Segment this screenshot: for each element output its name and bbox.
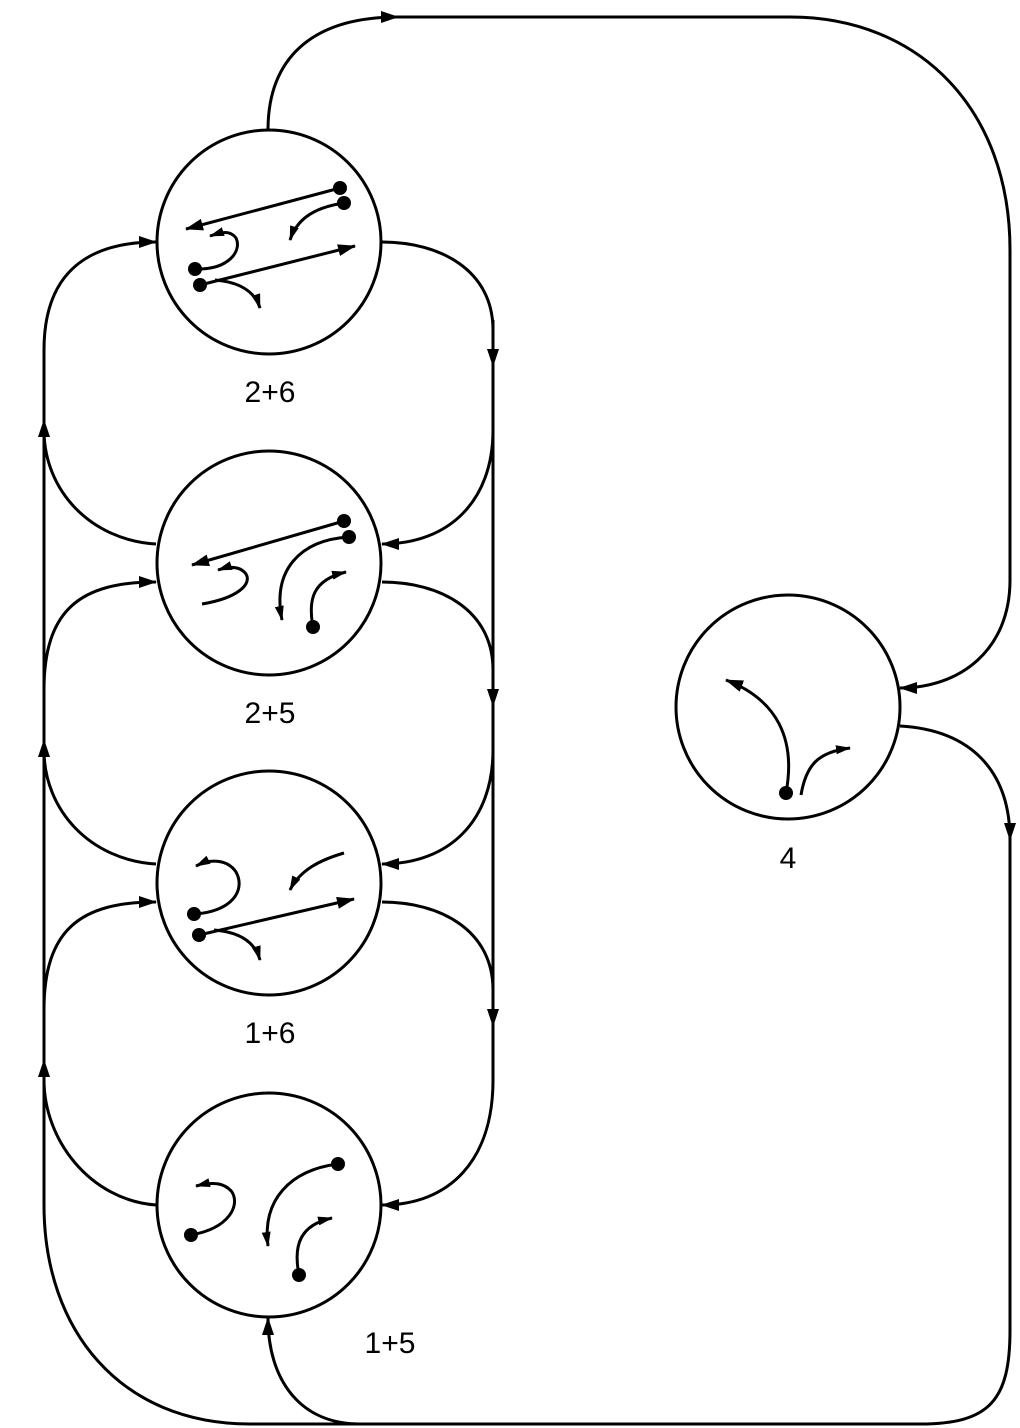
- node-4-glyph: [725, 678, 851, 800]
- edge-into-2-5-right: [381, 429, 495, 550]
- node-4-circle: [674, 593, 902, 821]
- node-1-5-glyph: [184, 1157, 345, 1282]
- edge-from-1-6-left: [42, 749, 157, 866]
- edge-into-2-5: [42, 576, 157, 691]
- node-1-5-circle: [155, 1091, 383, 1319]
- node-4: [674, 593, 902, 821]
- node-1-6-circle: [155, 769, 383, 997]
- node-2-6-circle: [155, 128, 383, 356]
- node-1-5: [155, 1091, 383, 1319]
- label-1-6: 1+6: [245, 1017, 296, 1050]
- node-2-5: [155, 449, 383, 677]
- edge-into-2-6: [42, 236, 157, 351]
- label-4: 4: [780, 842, 797, 875]
- node-2-6: [155, 128, 383, 356]
- edge-from-2-5-left: [42, 429, 157, 546]
- edge-from-1-6-right: [381, 900, 495, 991]
- edge-into-1-6: [42, 896, 157, 1011]
- edge-bottom-left-loop: [42, 1204, 380, 1426]
- edge-from-1-5-left: [42, 1079, 157, 1207]
- label-1-5: 1+5: [365, 1327, 416, 1360]
- node-1-6-glyph: [187, 851, 355, 961]
- label-2-6: 2+6: [245, 376, 296, 409]
- edge-from-2-5-right: [381, 580, 495, 671]
- node-labels: 2+6 2+5 1+6 1+5 4: [245, 376, 797, 1360]
- edge-into-1-6-right: [381, 749, 495, 870]
- edge-from-2-6-right: [381, 240, 495, 331]
- edge-2-6-to-4: [266, 11, 399, 131]
- node-2-6-glyph: [185, 181, 356, 309]
- node-2-5-glyph: [191, 514, 356, 634]
- edge-4-down: [899, 724, 1016, 841]
- label-2-5: 2+5: [245, 697, 296, 730]
- edge-into-1-5-right: [381, 1079, 495, 1211]
- node-1-6: [155, 769, 383, 997]
- node-2-5-circle: [155, 449, 383, 677]
- transition-edges: [38, 11, 1016, 1426]
- edge-right-bottom: [262, 830, 1012, 1426]
- edge-top-horizontal: [398, 15, 1012, 694]
